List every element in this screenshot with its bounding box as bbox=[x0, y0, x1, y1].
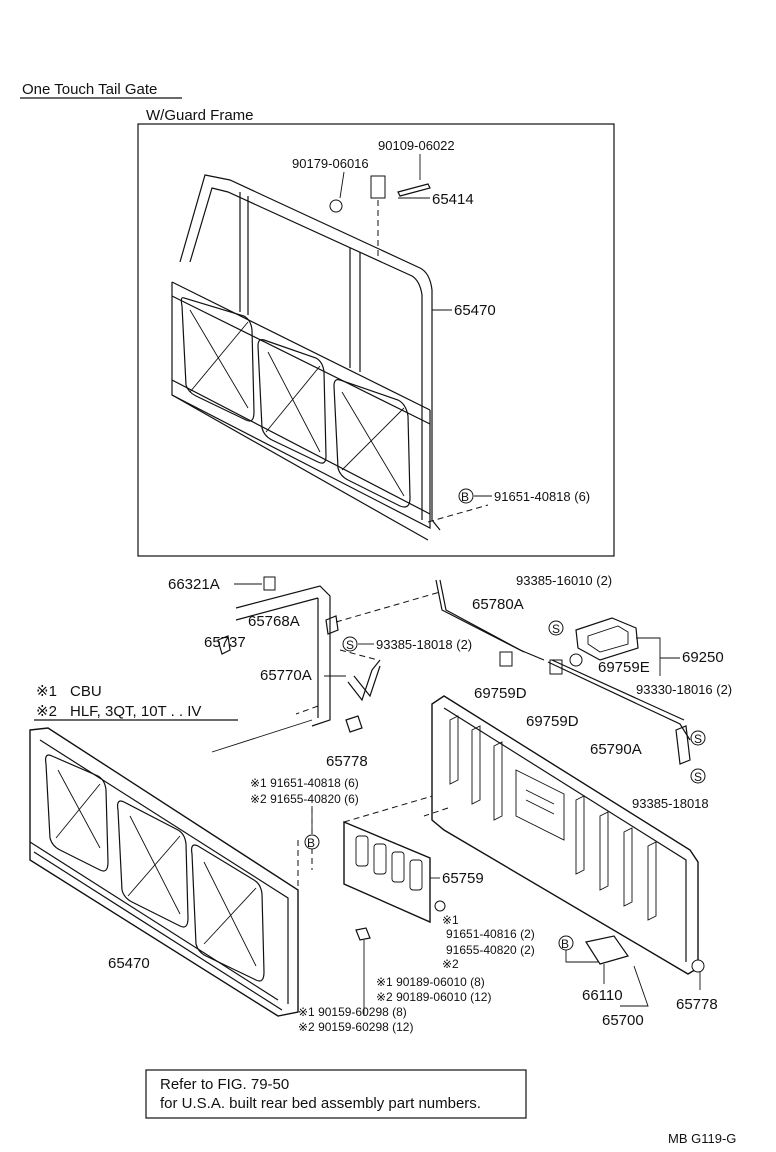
guard-frame-illustration bbox=[171, 174, 489, 541]
legend-text-1: CBU bbox=[70, 683, 102, 700]
label-69759E: 69759E bbox=[598, 659, 650, 676]
label-65778-b: 65778 bbox=[676, 996, 718, 1013]
label-90189-06010-8: ※1 90189-06010 (8) bbox=[376, 975, 485, 989]
label-65780A: 65780A bbox=[472, 596, 524, 613]
label-93330-18016: 93330-18016 (2) bbox=[636, 682, 732, 697]
screw-symbol-s-2: S bbox=[552, 622, 560, 636]
tailgate-inner-panel-illustration bbox=[355, 695, 705, 975]
diagram-title: One Touch Tail Gate bbox=[22, 81, 157, 98]
label-91651-40816: 91651-40816 (2) bbox=[446, 927, 535, 941]
label-91651-40818-top: 91651-40818 (6) bbox=[494, 489, 590, 504]
guard-frame-box bbox=[137, 123, 615, 557]
label-mark-1-low: ※1 bbox=[442, 913, 459, 927]
label-69250: 69250 bbox=[682, 649, 724, 666]
label-90189-06010-12: ※2 90189-06010 (12) bbox=[376, 990, 491, 1004]
label-90179-06016: 90179-06016 bbox=[292, 156, 369, 171]
plate-65759-illustration bbox=[343, 781, 481, 924]
label-65470-top: 65470 bbox=[454, 302, 496, 319]
screw-symbol-s-1: S bbox=[346, 638, 354, 652]
label-69759D-b: 69759D bbox=[526, 713, 579, 730]
label-90109-06022: 90109-06022 bbox=[378, 138, 455, 153]
label-91651-40818-mid: ※1 91651-40818 (6) bbox=[250, 776, 359, 790]
bolt-symbol-b-3: B bbox=[561, 937, 569, 951]
bolt-symbol-b-2: B bbox=[307, 836, 315, 850]
label-66110: 66110 bbox=[582, 987, 623, 1004]
label-65737: 65737 bbox=[204, 634, 246, 651]
label-66321A: 66321A bbox=[168, 576, 220, 593]
bolt-symbol-b: B bbox=[461, 490, 469, 504]
legend-mark-2: ※2 bbox=[36, 703, 57, 720]
label-93385-18018-2: 93385-18018 (2) bbox=[376, 637, 472, 652]
screw-symbol-s-4: S bbox=[694, 770, 702, 784]
label-65770A: 65770A bbox=[260, 667, 312, 684]
label-91655-40820-mid: ※2 91655-40820 (6) bbox=[250, 792, 359, 806]
label-65470-low: 65470 bbox=[108, 955, 150, 972]
label-69759D-a: 69759D bbox=[474, 685, 527, 702]
note-line-1: Refer to FIG. 79-50 bbox=[160, 1076, 289, 1093]
figure-code: MB G119-G bbox=[668, 1131, 736, 1146]
note-line-2: for U.S.A. built rear bed assembly part … bbox=[160, 1095, 481, 1112]
label-93385-18018: 93385-18018 bbox=[632, 796, 709, 811]
label-65759: 65759 bbox=[442, 870, 484, 887]
label-65700: 65700 bbox=[602, 1012, 644, 1029]
label-90159-60298-12: ※2 90159-60298 (12) bbox=[298, 1020, 413, 1034]
label-65790A: 65790A bbox=[590, 741, 642, 758]
label-90159-60298-8: ※1 90159-60298 (8) bbox=[298, 1005, 407, 1019]
label-65778-a: 65778 bbox=[326, 753, 368, 770]
legend-mark-1: ※1 bbox=[36, 683, 57, 700]
label-65768A: 65768A bbox=[248, 613, 300, 630]
legend-text-2: HLF, 3QT, 10T . . IV bbox=[70, 703, 201, 720]
label-91655-40820-low: 91655-40820 (2) bbox=[446, 943, 535, 957]
diagram-subtitle: W/Guard Frame bbox=[146, 107, 254, 124]
tailgate-hinge-illustration bbox=[211, 576, 706, 784]
tailgate-panel-illustration bbox=[29, 727, 313, 1017]
label-65414: 65414 bbox=[432, 191, 474, 208]
reference-note-box bbox=[145, 1069, 527, 1119]
label-mark-2-low: ※2 bbox=[442, 957, 459, 971]
label-93385-16010: 93385-16010 (2) bbox=[516, 573, 612, 588]
screw-symbol-s-3: S bbox=[694, 732, 702, 746]
